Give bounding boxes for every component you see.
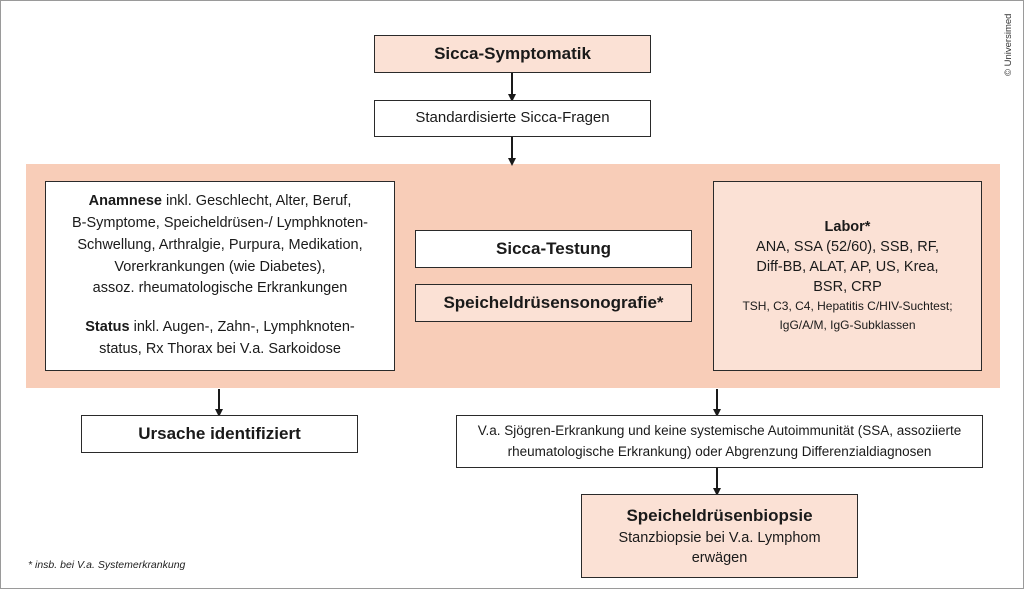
sicca-testung-label: Sicca-Testung <box>496 239 611 259</box>
labor-line-2: Diff-BB, ALAT, AP, US, Krea, <box>756 259 939 276</box>
sicca-symptomatik-label: Sicca-Symptomatik <box>434 44 591 64</box>
anamnese-line-5: assoz. rheumatologische Erkrankungen <box>92 280 348 297</box>
anamnese-box: Anamnese inkl. Geschlecht, Alter, Beruf,… <box>45 181 395 371</box>
biopsie-line-2: erwägen <box>691 549 748 566</box>
labor-box: Labor* ANA, SSA (52/60), SSB, RF, Diff-B… <box>713 181 982 371</box>
labor-heading: Labor* <box>824 219 871 236</box>
biopsie-line-1: Stanzbiopsie bei V.a. Lymphom <box>618 529 821 546</box>
standardisierte-fragen-label: Standardisierte Sicca-Fragen <box>415 109 610 127</box>
biopsie-box: Speicheldrüsenbiopsie Stanzbiopsie bei V… <box>581 494 858 578</box>
labor-small-1: TSH, C3, C4, Hepatitis C/HIV-Suchtest; <box>742 299 953 314</box>
status-line-1: Status inkl. Augen-, Zahn-, Lymphknoten- <box>85 319 355 336</box>
ursache-label: Ursache identifiziert <box>138 424 301 444</box>
standardisierte-fragen-box: Standardisierte Sicca-Fragen <box>374 100 651 137</box>
anamnese-heading: Anamnese <box>88 193 162 210</box>
labor-small-2: IgG/A/M, IgG-Subklassen <box>779 318 916 332</box>
anamnese-line-3: Schwellung, Arthralgie, Purpura, Medikat… <box>77 236 363 253</box>
verdacht-box: V.a. Sjögren-Erkrankung und keine system… <box>456 415 983 468</box>
labor-line-3: BSR, CRP <box>813 279 882 296</box>
sonografie-box: Speicheldrüsensonografie* <box>415 284 692 322</box>
copyright-notice: © Universimed <box>1003 13 1014 76</box>
sicca-symptomatik-box: Sicca-Symptomatik <box>374 35 651 73</box>
anamnese-line-1: Anamnese inkl. Geschlecht, Alter, Beruf, <box>88 193 352 210</box>
footnote: * insb. bei V.a. Systemerkrankung <box>28 559 186 571</box>
sonografie-label: Speicheldrüsensonografie* <box>443 293 664 313</box>
anamnese-line-2: B-Symptome, Speicheldrüsen-/ Lymphknoten… <box>71 215 369 232</box>
sicca-testung-box: Sicca-Testung <box>415 230 692 268</box>
ursache-box: Ursache identifiziert <box>81 415 358 453</box>
anamnese-line-4: Vorerkrankungen (wie Diabetes), <box>114 258 326 275</box>
status-line-2: status, Rx Thorax bei V.a. Sarkoidose <box>99 340 341 357</box>
status-heading: Status <box>85 319 130 336</box>
verdacht-line-2: rheumatologische Erkrankung) oder Abgren… <box>507 443 932 459</box>
biopsie-heading: Speicheldrüsenbiopsie <box>626 506 813 526</box>
labor-line-1: ANA, SSA (52/60), SSB, RF, <box>756 239 939 256</box>
verdacht-line-1: V.a. Sjögren-Erkrankung und keine system… <box>477 422 962 438</box>
